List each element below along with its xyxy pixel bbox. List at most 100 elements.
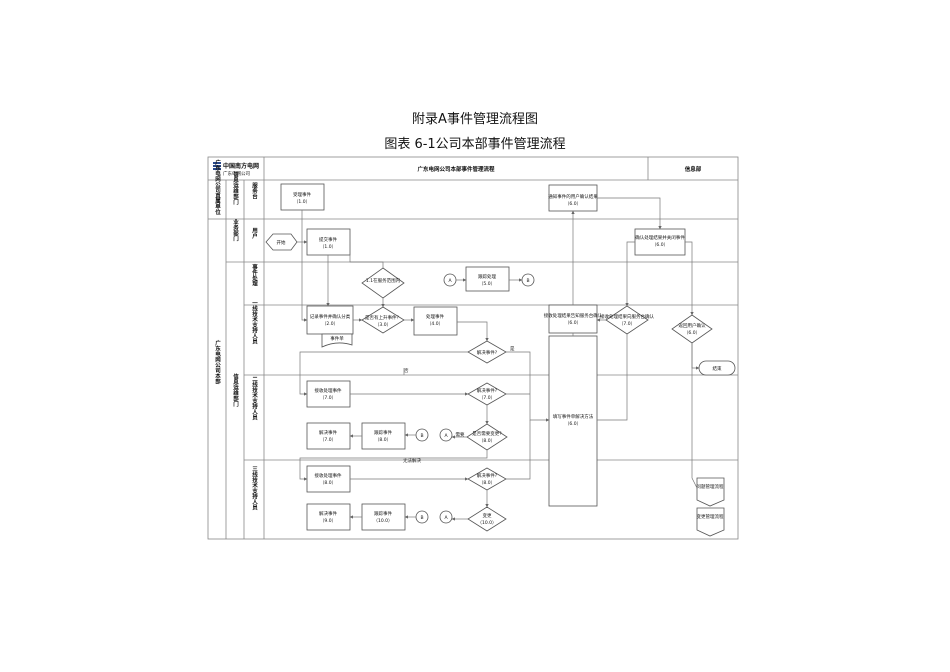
dept-business: 业务部门	[232, 218, 239, 243]
l2-resolved-label: 解决事件?	[477, 387, 498, 394]
l2-change-label: 是否需要变更?	[472, 430, 502, 437]
fill-report-code: （6.0）	[565, 421, 581, 427]
problem-mgmt-label: 问题管理流程	[697, 483, 724, 490]
l1-close-code: （7.0）	[619, 321, 635, 327]
within-scope-label: 1.1在服务范围内	[366, 277, 401, 284]
l2-handle-label: 接收处理事件	[315, 387, 342, 394]
l3-solve-code: （9.0）	[320, 518, 336, 524]
l3-solve-box	[306, 503, 351, 531]
svg-text:广东电网公司本部: 广东电网公司本部	[214, 339, 221, 386]
l1-resolved-label: 解决事件?	[477, 349, 498, 356]
l1-resolved-diamond	[467, 340, 507, 364]
l1-reply-box	[548, 304, 598, 334]
l3-track-label: 跟踪事件	[374, 510, 392, 517]
l2-resolved-code: （7.0）	[479, 395, 495, 401]
l2-handle-code: （7.0）	[320, 395, 336, 401]
connector-b3-label: B	[420, 515, 423, 521]
notify-user-code: （6.0）	[565, 201, 581, 207]
l1-close-diamond	[605, 305, 649, 335]
role-l1: 一线技术支持人员	[251, 300, 259, 345]
logo-sub-text: 广东电网公司	[223, 170, 250, 177]
submit-event-label: 提交事件	[319, 236, 337, 243]
connector-a2	[439, 428, 453, 442]
change-mgmt-label: 变更管理流程	[697, 513, 724, 520]
confirm-close-code: （6.0）	[652, 242, 668, 248]
connector-a3	[439, 510, 453, 524]
l1-reply-label: 接收处理结果告知服务台确认	[544, 312, 603, 319]
no-resolve-label: 无法解决	[403, 457, 421, 464]
l3-change-code: （10.0）	[477, 520, 496, 526]
return-user-diamond	[671, 314, 713, 344]
connector-a2-label: A	[444, 433, 448, 439]
l3-resolved-diamond	[467, 467, 507, 491]
fill-report-label: 填写事件单解决方法	[553, 413, 594, 420]
org-label-main: 广东电网公司本部	[214, 339, 221, 386]
accept-event-code: （1.0）	[294, 199, 310, 205]
record-event-label: 记录事件并确认分类	[310, 313, 351, 320]
event-doc-label: 事件单	[330, 335, 344, 342]
role-event: 事件处理	[251, 263, 259, 288]
event-doc-shape	[321, 333, 353, 348]
l1-close-label: 接收处理结果向服务台确认	[600, 313, 654, 320]
notify-user-box	[548, 184, 598, 212]
flow-lines	[297, 197, 700, 521]
l2-change-code: （8.0）	[479, 438, 495, 444]
l2-resolved-diamond	[467, 382, 507, 406]
label-no-1: 否	[404, 368, 409, 374]
l2-change-diamond	[466, 423, 508, 451]
escalate-diamond	[361, 306, 405, 334]
l3-change-label: 变更	[483, 512, 492, 519]
return-user-label: 返回用户确认	[679, 322, 706, 329]
label-yes-1: 是	[510, 346, 515, 352]
l3-handle-label: 接收处理事件	[315, 472, 342, 479]
initial-handle-box	[413, 306, 458, 336]
connector-a3-label: A	[444, 515, 448, 521]
header-right: 信息部	[685, 165, 702, 173]
svg-text:广东电网公司直属单位: 广东电网公司直属单位	[214, 158, 221, 216]
role-user: 用户	[251, 227, 259, 240]
role-l2: 二线技术支持人员	[251, 376, 259, 422]
escalate-label: 是否有上升事件？	[365, 314, 401, 321]
l3-resolved-code: （8.0）	[479, 480, 495, 486]
notify-user-label: 通知事件的用户确认结果	[548, 193, 598, 200]
trace-code: （5.0）	[479, 281, 495, 287]
return-user-code: （6.0）	[684, 330, 700, 336]
l3-handle-box	[306, 465, 351, 493]
l3-handle-code: （8.0）	[320, 480, 336, 486]
logo-main-text: 中国南方电网	[223, 162, 259, 170]
dept-ops-top: 信息运维部门	[232, 170, 239, 206]
record-event-code: （2.0）	[322, 321, 338, 327]
header-title: 广东电网公司本部事件管理流程	[417, 165, 495, 173]
l3-track-code: （10.0）	[373, 518, 392, 524]
initial-handle-code: （4.0）	[427, 321, 443, 327]
confirm-close-box	[634, 228, 686, 256]
dept-ops-main: 信息运维部门	[232, 372, 239, 408]
accept-event-box	[280, 183, 325, 211]
l2-solve-code: （7.0）	[320, 437, 336, 443]
l2-handle-box	[306, 380, 351, 408]
connector-b1-label: B	[526, 278, 529, 284]
submit-event-code: （1.0）	[320, 244, 336, 250]
flowchart-frame	[207, 156, 739, 540]
l2-solve-box	[306, 422, 351, 450]
role-l3: 三线技术支持人员	[251, 466, 259, 512]
l3-track-box	[361, 503, 406, 531]
problem-mgmt-shape	[696, 477, 725, 507]
end-label: 结束	[713, 365, 722, 372]
l2-track-label: 跟踪事件	[374, 429, 392, 436]
l2-track-box	[361, 422, 406, 450]
trace-box	[465, 266, 510, 292]
l3-change-diamond	[467, 506, 507, 532]
l2-track-code: （8.0）	[375, 437, 391, 443]
company-logo: 中国南方电网 广东电网公司	[213, 162, 259, 177]
l1-reply-code: （6.0）	[565, 320, 581, 326]
accept-event-label: 受理事件	[293, 191, 311, 198]
org-label-top: 广东电网公司直属单位	[214, 158, 221, 216]
change-mgmt-shape	[696, 507, 725, 537]
connector-a1-label: A	[448, 278, 452, 284]
submit-event-box	[306, 228, 351, 256]
role-service: 服务台	[251, 182, 258, 201]
connector-b2-label: B	[420, 433, 423, 439]
l2-solve-label: 解决事件	[319, 429, 337, 436]
